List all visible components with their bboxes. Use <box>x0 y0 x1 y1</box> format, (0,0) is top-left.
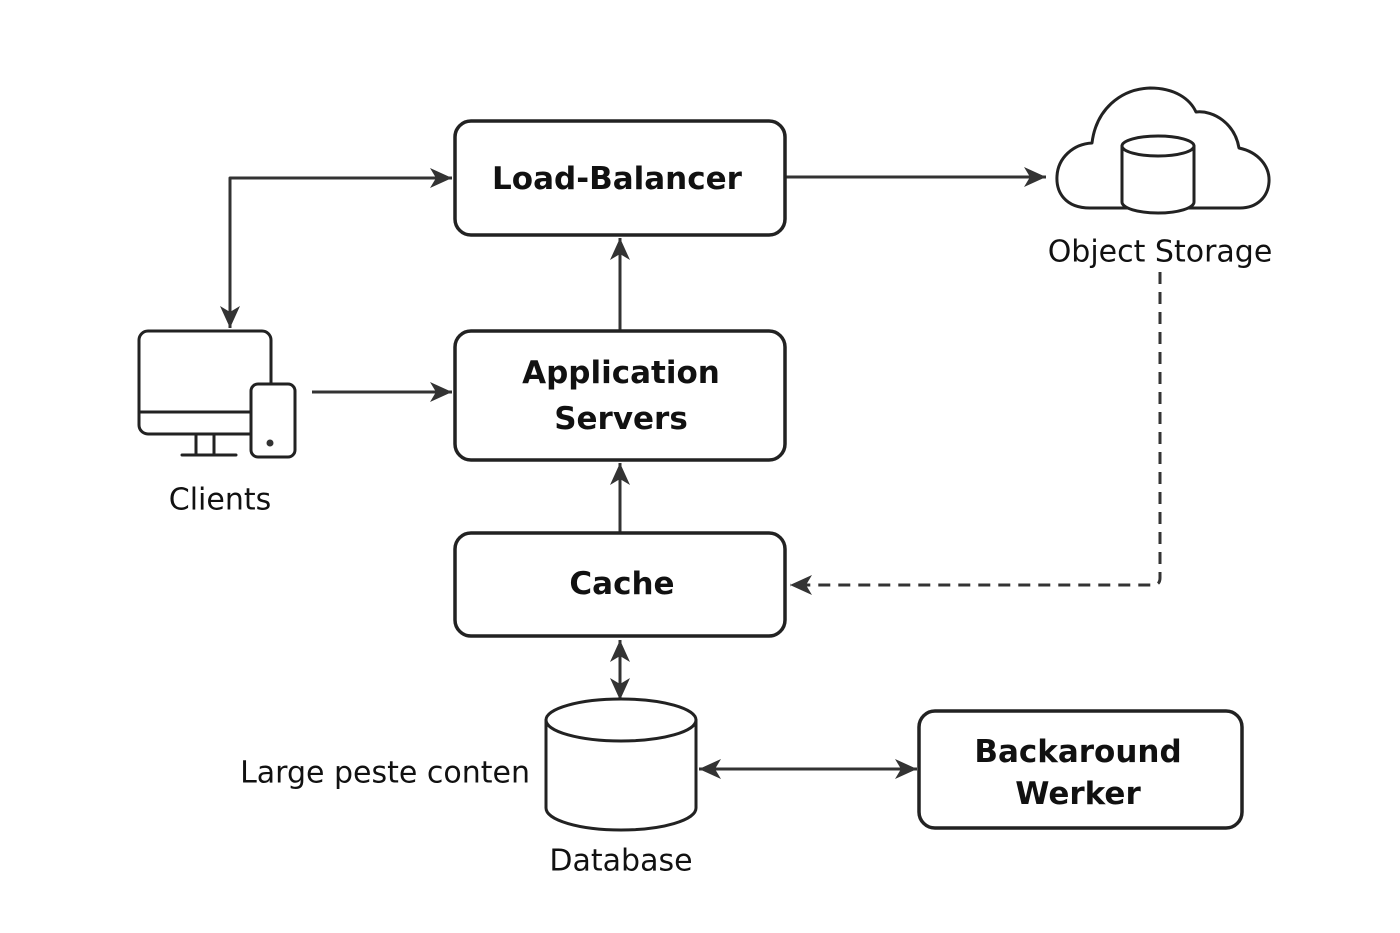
app-servers-label-line-1: Application <box>522 355 720 391</box>
app-servers-box[interactable] <box>453 329 787 462</box>
node-object-storage[interactable]: Object Storage <box>1046 86 1274 272</box>
node-background-worker[interactable]: Backaround Werker <box>917 709 1244 830</box>
database-cylinder-icon[interactable] <box>544 697 698 832</box>
object-storage-label: Object Storage <box>1048 235 1273 270</box>
background-worker-box[interactable] <box>917 709 1244 830</box>
desktop-monitor-icon <box>137 329 273 457</box>
node-load-balancer[interactable]: Load-Balancer <box>453 119 787 237</box>
edges <box>220 167 1162 779</box>
desktop-and-phone-icon[interactable] <box>137 329 297 459</box>
load-balancer-label: Load-Balancer <box>492 161 743 197</box>
mobile-phone-icon <box>249 382 297 459</box>
cache-box[interactable] <box>453 531 787 638</box>
cache-label: Cache <box>569 566 674 602</box>
background-worker-label-line-2: Werker <box>1015 776 1141 812</box>
node-clients[interactable]: Clients <box>137 329 297 520</box>
node-cache[interactable]: Cache <box>453 531 787 638</box>
database-side-note: Large peste conten <box>240 756 530 791</box>
load-balancer-box[interactable] <box>453 119 787 237</box>
clients-label: Clients <box>169 483 271 518</box>
database-label: Database <box>549 844 692 879</box>
edge-object-storage-cache <box>790 272 1162 595</box>
app-servers-label-line-2: Servers <box>554 401 688 437</box>
cloud-database-icon[interactable] <box>1055 86 1271 215</box>
node-database[interactable]: Database Large peste conten <box>238 697 698 881</box>
storage-cylinder-icon <box>1120 134 1196 215</box>
background-worker-label-line-1: Backaround <box>974 734 1181 770</box>
node-app-servers[interactable]: Application Servers <box>453 329 787 462</box>
edge-clients-load-balancer <box>220 168 452 328</box>
